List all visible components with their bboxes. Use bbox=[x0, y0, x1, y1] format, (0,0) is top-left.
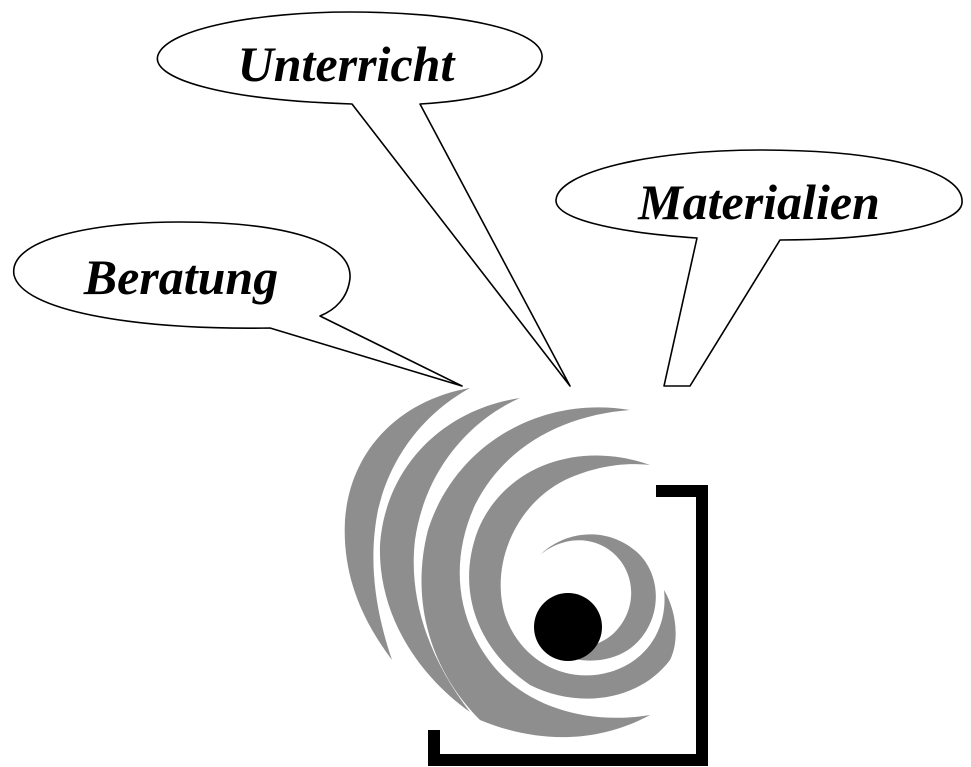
bubble-materialien: Materialien bbox=[556, 150, 962, 386]
swirl-eye-logo-icon bbox=[345, 388, 708, 766]
swirl-bands bbox=[345, 388, 676, 737]
bubble-materialien-label: Materialien bbox=[637, 174, 880, 230]
bubble-unterricht-label: Unterricht bbox=[238, 36, 457, 92]
bubble-beratung-label: Beratung bbox=[83, 249, 279, 305]
eye-dot-icon bbox=[534, 593, 602, 661]
bubble-unterricht: Unterricht bbox=[157, 12, 570, 386]
bubble-beratung: Beratung bbox=[14, 222, 462, 386]
